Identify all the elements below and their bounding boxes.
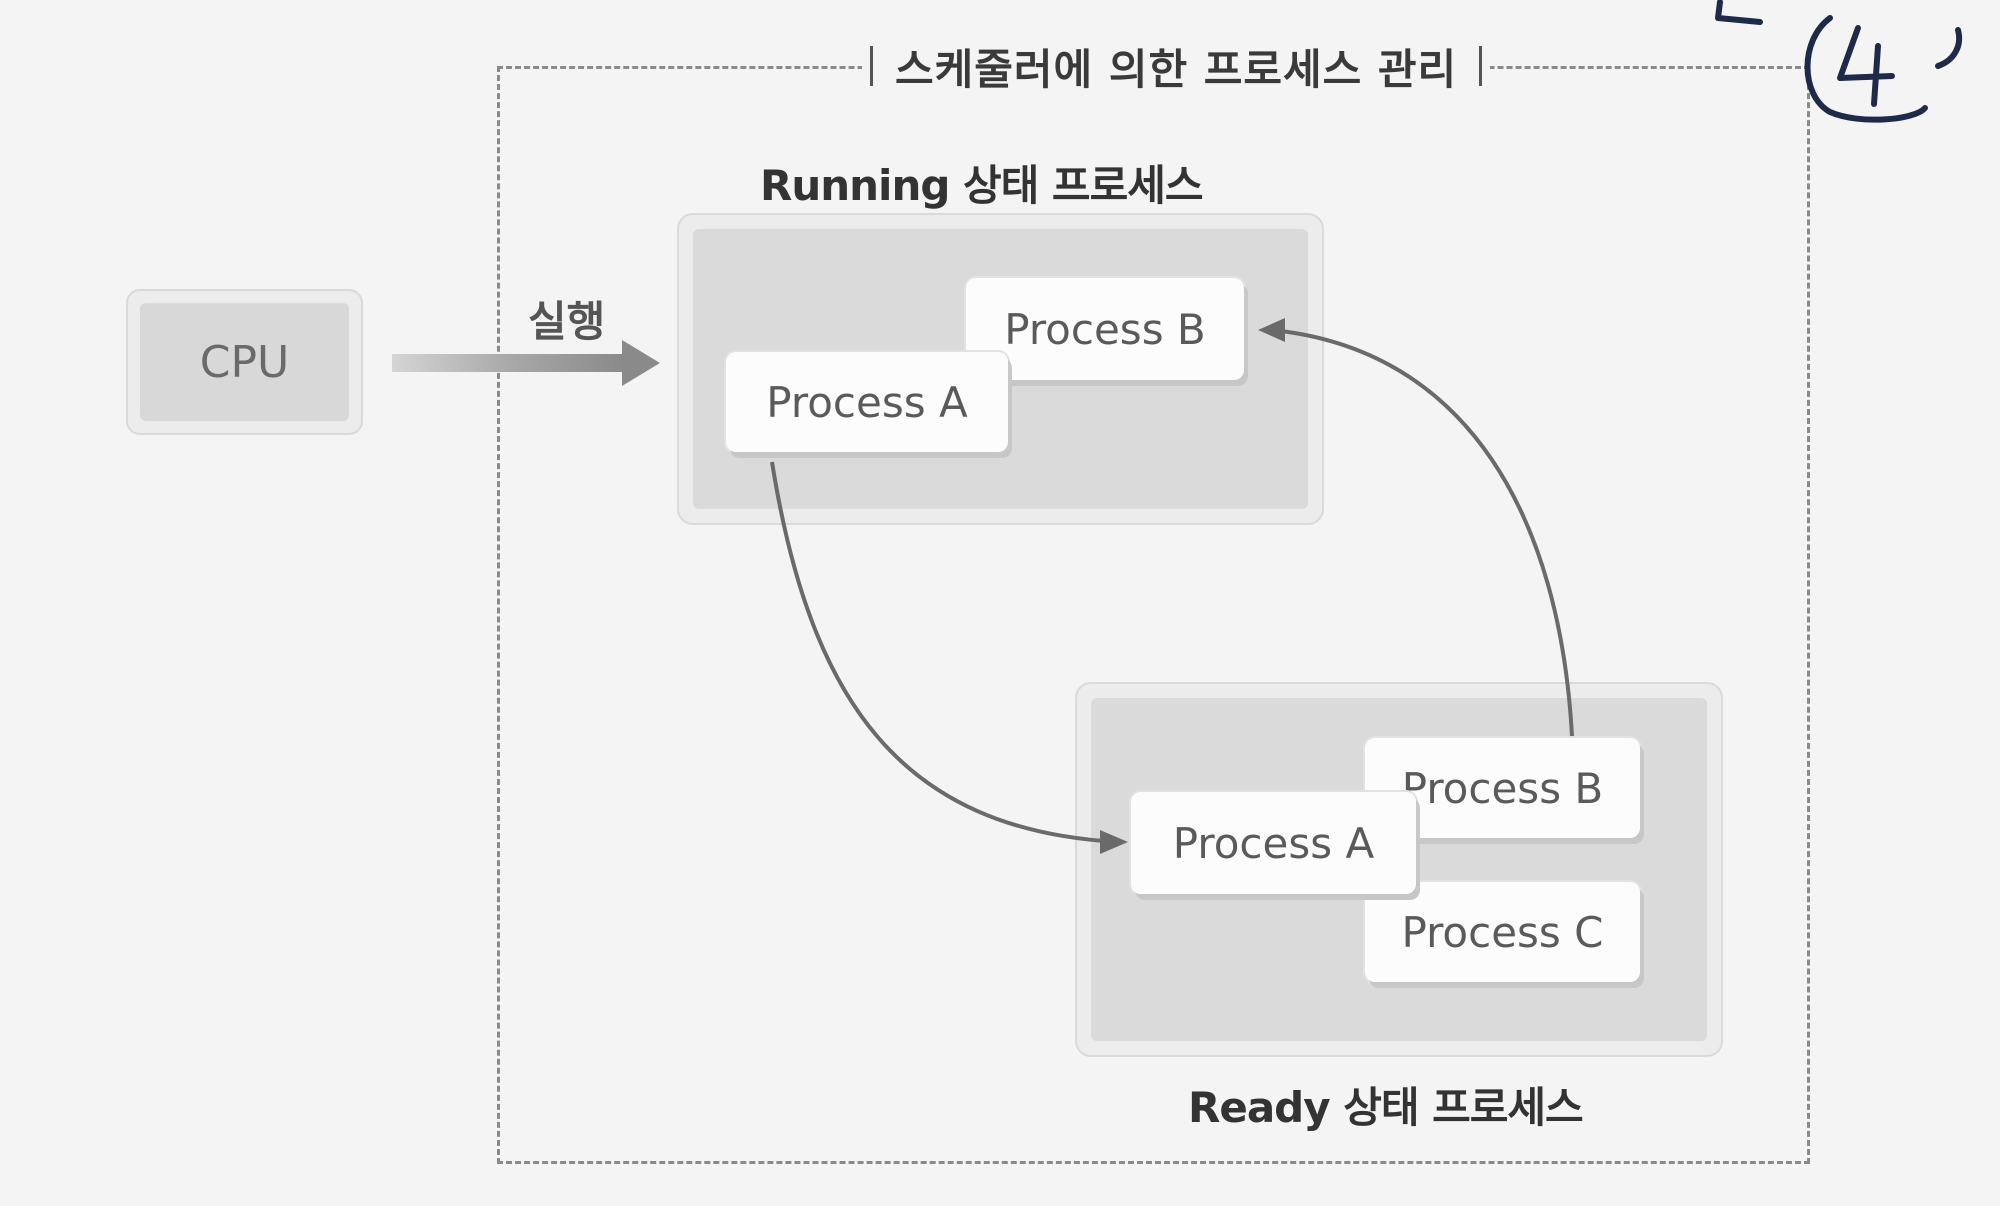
ready-process-c: Process C <box>1365 882 1640 982</box>
running-process-b: Process B <box>966 278 1244 380</box>
ready-process-a: Process A <box>1131 792 1416 894</box>
running-process-a: Process A <box>726 352 1008 452</box>
arrow-ready-b-to-running-b <box>1271 328 1574 737</box>
title-right-bar <box>1479 46 1483 86</box>
cpu-box: CPU <box>126 289 363 435</box>
cpu-label: CPU <box>140 303 349 421</box>
execute-label: 실행 <box>528 297 606 346</box>
arrow-running-a-to-ready-a <box>770 461 1119 844</box>
handwritten-annotation <box>1715 0 1962 123</box>
title-left-bar <box>870 46 873 86</box>
arrowhead-to-running-b <box>1258 318 1285 342</box>
frame-title: 스케줄러에 의한 프로세스 관리 <box>895 44 1458 94</box>
execute-arrow <box>392 340 660 386</box>
arrowhead-to-ready-a <box>1100 830 1128 854</box>
running-group-label: Running 상태 프로세스 <box>760 161 1203 210</box>
ready-group-label: Ready 상태 프로세스 <box>1188 1083 1584 1132</box>
frame-title-group: 스케줄러에 의한 프로세스 관리 <box>862 38 1491 94</box>
